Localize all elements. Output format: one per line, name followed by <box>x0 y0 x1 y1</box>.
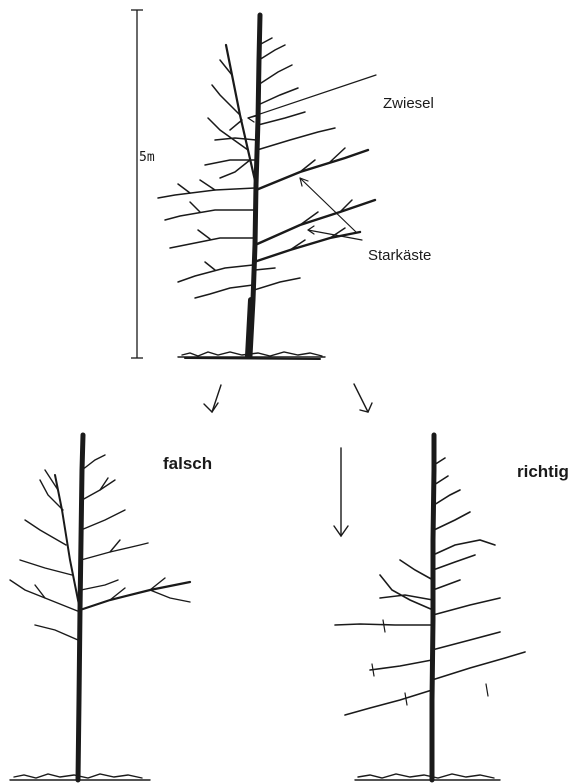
branches-left-top <box>158 60 256 298</box>
leader-left <box>55 475 80 610</box>
height-scale <box>131 10 143 358</box>
branches-right-top <box>254 38 352 290</box>
ground-right <box>355 774 500 780</box>
pointer-lines <box>248 75 376 240</box>
right-tree-correct <box>335 435 525 780</box>
arrow-icon <box>204 385 221 412</box>
left-tree-wrong <box>10 435 190 780</box>
height-label: 5m <box>139 150 155 165</box>
starkaeste-label: Starkäste <box>368 247 431 264</box>
strong-branches <box>254 150 375 262</box>
falsch-label: falsch <box>163 454 212 474</box>
zwiesel-leader <box>226 45 256 185</box>
zwiesel-pointer <box>248 75 376 118</box>
starkaeste-pointer-2 <box>308 230 362 240</box>
zwiesel-label: Zwiesel <box>383 95 434 112</box>
trunk-right <box>432 435 434 780</box>
arrow-icon <box>354 384 372 412</box>
transition-arrows <box>204 384 372 536</box>
richtig-label: richtig <box>517 462 569 482</box>
arrow-icon <box>334 448 348 536</box>
branches-left-tree <box>10 455 190 640</box>
top-tree <box>158 15 376 359</box>
